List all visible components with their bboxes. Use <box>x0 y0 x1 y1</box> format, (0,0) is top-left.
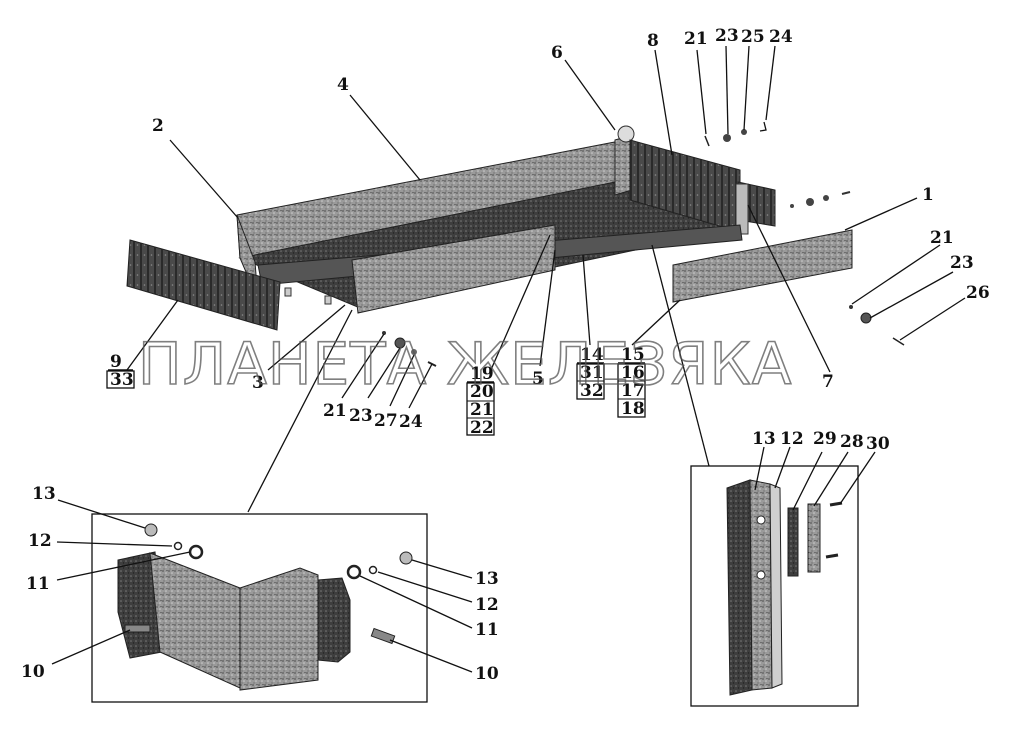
callout-detail-29: 29 <box>813 429 837 449</box>
callout-mid-13: 13 <box>475 569 499 589</box>
body-assembly <box>236 125 776 314</box>
stack-19-item: 20 <box>470 382 494 402</box>
stack-15-item: 18 <box>621 399 645 419</box>
callout-8: 8 <box>647 31 659 51</box>
stack-19-item: 19 <box>470 364 494 384</box>
detail-left-parts <box>117 523 413 691</box>
stack-15-item: 17 <box>621 381 645 401</box>
callout-6: 6 <box>551 43 563 63</box>
stack-9: 9 33 <box>106 352 135 390</box>
callout-bottom-23: 23 <box>349 406 373 426</box>
callout-detail-30: 30 <box>866 434 890 454</box>
stack-14-item: 32 <box>580 381 604 401</box>
callout-2: 2 <box>152 116 164 136</box>
hinge <box>284 287 292 297</box>
stack-9-item: 9 <box>110 352 122 372</box>
side-grille-left <box>126 239 281 331</box>
callout-left-12: 12 <box>28 531 52 551</box>
callout-detail-28: 28 <box>840 432 864 452</box>
hinge <box>324 295 332 305</box>
rear-post-7 <box>735 183 749 235</box>
detail-left-leaders <box>51 499 473 673</box>
callout-left-10: 10 <box>21 662 45 682</box>
callout-mid-11: 11 <box>475 620 499 640</box>
hardware-bottom <box>382 331 437 367</box>
stack-14: 14 31 32 <box>576 345 605 401</box>
stack-15: 15 16 17 18 <box>617 345 646 419</box>
rear-corner-post <box>614 134 633 196</box>
detail-right-leaders <box>754 446 876 511</box>
callout-3: 3 <box>252 373 264 393</box>
callout-top-21: 21 <box>684 29 708 49</box>
callout-detail-13: 13 <box>752 429 776 449</box>
leader-lines <box>126 45 966 513</box>
side-board-right <box>672 229 853 303</box>
stack-15-item: 15 <box>621 345 645 365</box>
callout-mid-12: 12 <box>475 595 499 615</box>
callout-right-23: 23 <box>950 253 974 273</box>
callout-right-21: 21 <box>930 228 954 248</box>
stack-14-item: 14 <box>580 345 604 365</box>
watermark-text: ПЛАНЕТА ЖЕЛЕЗЯКА <box>138 330 792 398</box>
callout-left-11: 11 <box>26 574 50 594</box>
callout-7: 7 <box>822 372 834 392</box>
callout-top-23: 23 <box>715 26 739 46</box>
detail-right-parts <box>726 479 843 696</box>
stack-14-item: 31 <box>580 363 604 383</box>
side-board-front <box>351 224 556 314</box>
callout-bottom-27: 27 <box>374 411 398 431</box>
callout-detail-12: 12 <box>780 429 804 449</box>
callout-1: 1 <box>922 185 934 205</box>
corner-cap <box>617 125 635 143</box>
callout-bottom-24: 24 <box>399 412 423 432</box>
stack-15-item: 16 <box>621 363 645 383</box>
stack-9-item: 33 <box>110 370 134 390</box>
callout-bottom-21: 21 <box>323 401 347 421</box>
callout-mid-10: 10 <box>475 664 499 684</box>
callout-top-24: 24 <box>769 27 793 47</box>
callout-5: 5 <box>532 369 544 389</box>
stack-19: 19 20 21 22 <box>466 364 495 438</box>
callout-labels: 1 2 3 4 5 6 7 8 21 23 25 24 21 23 26 21 … <box>21 26 990 684</box>
callout-4: 4 <box>337 75 349 95</box>
hardware-right <box>849 305 905 346</box>
callout-left-13: 13 <box>32 484 56 504</box>
stack-19-item: 22 <box>470 418 494 438</box>
hardware-top <box>704 121 851 208</box>
callout-right-26: 26 <box>966 283 990 303</box>
callout-top-25: 25 <box>741 27 765 47</box>
stack-19-item: 21 <box>470 400 494 420</box>
